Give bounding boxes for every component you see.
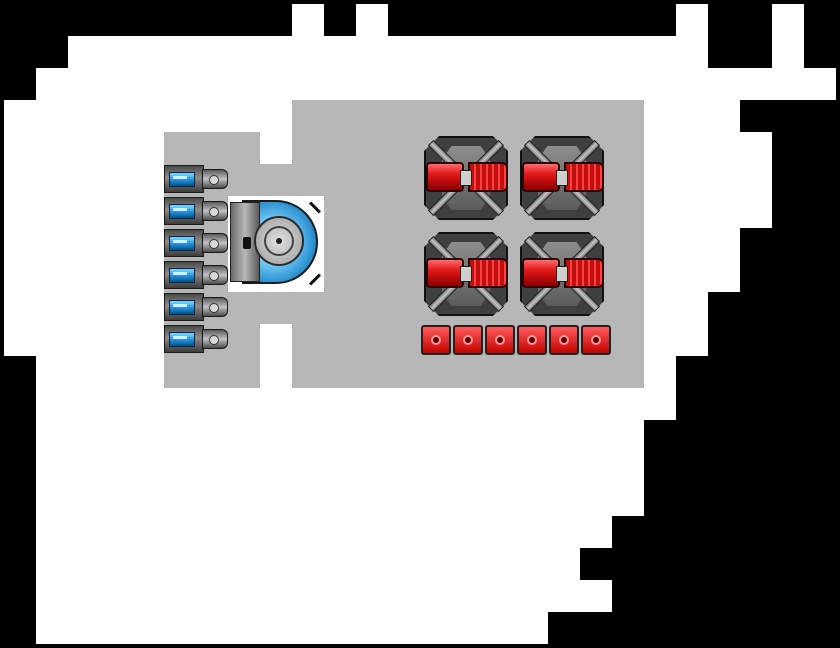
- blue-thruster-icon[interactable]: [164, 261, 228, 289]
- blue-thruster-icon[interactable]: [164, 293, 228, 321]
- red-ammo-crate-icon[interactable]: [453, 325, 483, 355]
- red-ammo-crate-icon[interactable]: [549, 325, 579, 355]
- red-ammo-crate-icon[interactable]: [485, 325, 515, 355]
- red-cannon-turret-icon[interactable]: [516, 132, 608, 224]
- red-cannon-turret-icon[interactable]: [516, 228, 608, 320]
- blue-thruster-icon[interactable]: [164, 165, 228, 193]
- red-cannon-turret-icon[interactable]: [420, 228, 512, 320]
- reactor-core-icon[interactable]: [228, 196, 324, 292]
- red-ammo-crate-icon[interactable]: [517, 325, 547, 355]
- red-ammo-crate-icon[interactable]: [421, 325, 451, 355]
- red-ammo-crate-icon[interactable]: [581, 325, 611, 355]
- blue-thruster-icon[interactable]: [164, 229, 228, 257]
- red-cannon-turret-icon[interactable]: [420, 132, 512, 224]
- blue-thruster-icon[interactable]: [164, 197, 228, 225]
- blue-thruster-icon[interactable]: [164, 325, 228, 353]
